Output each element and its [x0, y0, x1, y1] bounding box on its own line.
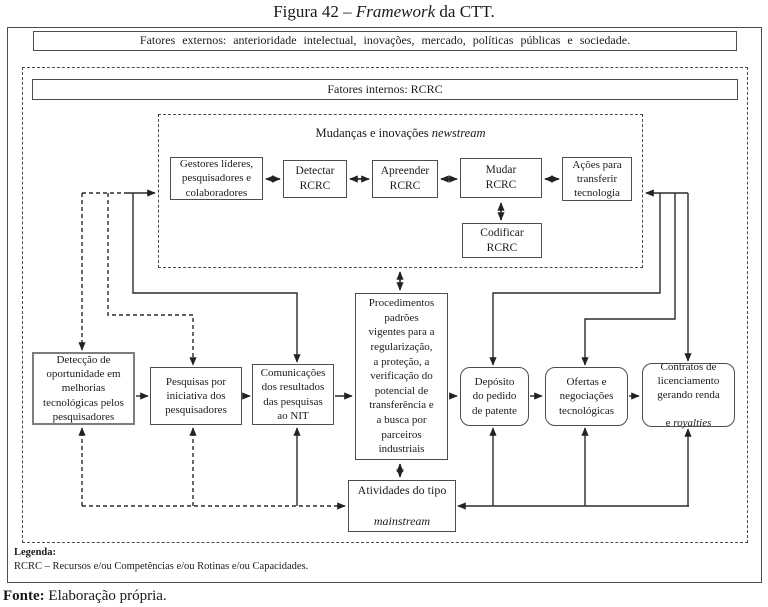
legend-title: Legenda:: [14, 547, 56, 558]
box-contratos-last-prefix: e: [665, 417, 674, 430]
box-deteccao-oportunidade: Detecção de oportunidade em melhorias te…: [32, 352, 135, 425]
box-codificar-label: Codificar RCRC: [480, 226, 524, 254]
internal-factors-banner: Fatores internos: RCRC: [32, 79, 738, 100]
source-note: Fonte: Elaboração própria.: [3, 588, 167, 605]
box-procedimentos-label: Procedimentos padrões vigentes para a re…: [368, 297, 435, 456]
box-pesquisas-iniciativa: Pesquisas por iniciativa dos pesquisador…: [150, 367, 242, 425]
newstream-region: [158, 114, 643, 268]
box-deposito-patente: Depósito do pedido de patente: [460, 367, 529, 426]
box-ofertas-negociacoes: Ofertas e negociações tecnológicas: [545, 367, 628, 426]
external-factors-banner: Fatores externos: anterioridade intelect…: [33, 31, 737, 51]
box-contratos-licenciamento: Contratos de licenciamento gerando renda…: [642, 361, 735, 429]
figure-title-italic: Framework: [355, 2, 436, 21]
box-mudar-label: Mudar RCRC: [485, 164, 517, 191]
box-procedimentos-padroes: Procedimentos padrões vigentes para a re…: [355, 293, 448, 460]
box-ofertas-label: Ofertas e negociações tecnológicas: [559, 376, 614, 417]
box-comunicacoes-label: Comunicações dos resultados das pesquisa…: [260, 367, 326, 422]
box-acoes-transferir: Ações para transferir tecnologia: [562, 157, 632, 201]
box-atividades-mainstream: Atividades do tipo mainstream: [348, 480, 456, 532]
box-apreender-label: Apreender RCRC: [380, 165, 430, 192]
box-contratos-content: Contratos de licenciamento gerando renda…: [657, 346, 720, 445]
box-contratos-lastline: e royalties: [657, 416, 720, 430]
legend-entry: RCRC – Recursos e/ou Competências e/ou R…: [14, 560, 309, 572]
box-atividades-content: Atividades do tipo mainstream: [358, 468, 447, 545]
newstream-title-italic: newstream: [431, 126, 486, 140]
box-comunicacoes-nit: Comunicações dos resultados das pesquisa…: [252, 364, 334, 425]
box-gestores: Gestores líderes, pesquisadores e colabo…: [170, 157, 263, 200]
box-contratos-lines: Contratos de licenciamento gerando renda: [657, 360, 720, 401]
box-pesquisas-label: Pesquisas por iniciativa dos pesquisador…: [165, 375, 227, 417]
box-acoes-label: Ações para transferir tecnologia: [572, 158, 622, 200]
newstream-region-title: Mudanças e inovações newstream: [158, 126, 643, 141]
newstream-title-prefix: Mudanças e inovações: [315, 126, 432, 140]
box-codificar-rcrc: Codificar RCRC: [462, 223, 542, 258]
box-deteccao-label: Detecção de oportunidade em melhorias te…: [43, 354, 124, 423]
box-atividades-italic: mainstream: [373, 513, 431, 528]
outer-frame: [7, 27, 762, 583]
box-deposito-label: Depósito do pedido de patente: [472, 376, 517, 417]
box-detectar-label: Detectar RCRC: [295, 165, 335, 192]
source-bold: Fonte:: [3, 588, 45, 604]
external-factors-label: Fatores externos: anterioridade intelect…: [139, 33, 631, 48]
box-detectar-rcrc: Detectar RCRC: [283, 160, 347, 198]
figure-title-suffix: da CTT.: [435, 2, 495, 21]
legend: Legenda: RCRC – Recursos e/ou Competênci…: [14, 546, 308, 573]
internal-factors-region: [22, 67, 748, 543]
box-contratos-royalties-italic: royalties: [673, 417, 712, 430]
source-text: Elaboração própria.: [44, 588, 167, 604]
internal-factors-label: Fatores internos: RCRC: [327, 81, 443, 96]
box-atividades-prefix: Atividades do tipo: [357, 482, 447, 497]
box-gestores-label: Gestores líderes, pesquisadores e colabo…: [179, 158, 254, 199]
figure-title-prefix: Figura 42 –: [273, 2, 356, 21]
box-mudar-rcrc: Mudar RCRC: [460, 158, 542, 198]
box-apreender-rcrc: Apreender RCRC: [372, 160, 438, 198]
figure-title: Figura 42 – Framework da CTT.: [0, 2, 768, 22]
